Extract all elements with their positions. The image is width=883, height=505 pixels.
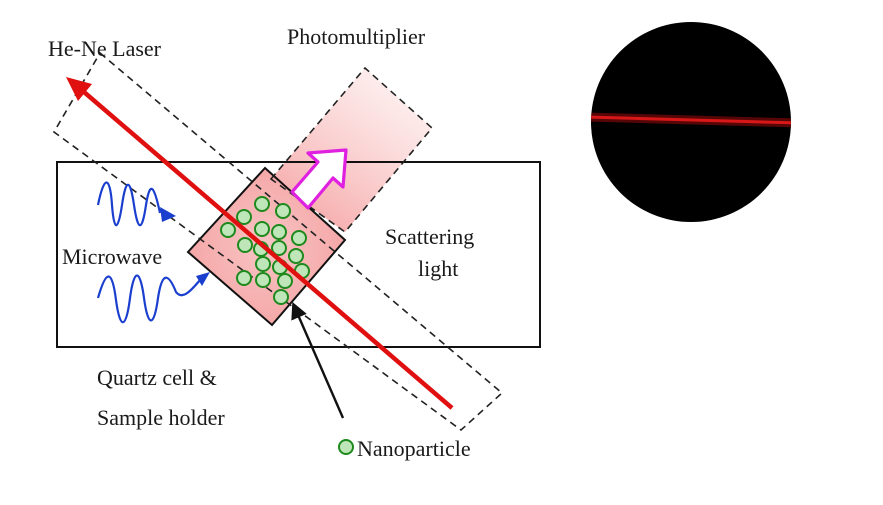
nanoparticle	[237, 237, 253, 253]
laser-label: He-Ne Laser	[48, 36, 162, 61]
nanoparticle-legend-icon	[338, 439, 354, 455]
scatter-light-arrow	[290, 148, 348, 210]
nanoparticle	[288, 248, 304, 264]
scattering-label-line1: Scattering	[385, 224, 474, 249]
microwave-wave-top	[96, 181, 162, 227]
microwave-wave-bottom	[96, 274, 201, 324]
nanoparticle	[277, 273, 293, 289]
nanoparticle	[271, 240, 287, 256]
nanoparticle	[291, 230, 307, 246]
quartz-label-line1: Quartz cell &	[97, 365, 217, 390]
nanoparticle	[220, 222, 236, 238]
nanoparticle	[236, 209, 252, 225]
laser-path-box	[52, 51, 504, 432]
microwave-arrowhead-top	[160, 207, 176, 222]
nanoparticle	[275, 203, 291, 219]
photomultiplier-label: Photomultiplier	[287, 24, 426, 49]
nanoparticle	[254, 221, 270, 237]
laser-beam	[82, 90, 454, 410]
nanoparticle	[236, 270, 252, 286]
laser-arrowhead	[66, 77, 92, 101]
microwave-arrowhead-bottom	[196, 272, 210, 286]
photomultiplier-box	[269, 66, 434, 234]
microwave-label: Microwave	[62, 244, 162, 269]
nanoparticle	[254, 196, 270, 212]
nanoparticle	[255, 256, 271, 272]
nanoparticle-label: Nanoparticle	[357, 436, 471, 461]
nanoparticle	[271, 224, 287, 240]
nanoparticle	[273, 289, 289, 305]
photo-beam-line	[591, 115, 791, 125]
nanoparticle	[255, 272, 271, 288]
nanoparticle-pointer-arrow	[291, 301, 345, 419]
scattering-label-line2: light	[418, 256, 458, 281]
quartz-label-line2: Sample holder	[97, 405, 225, 430]
beam-photo-inset	[591, 22, 791, 222]
quartz-cell	[56, 161, 541, 348]
